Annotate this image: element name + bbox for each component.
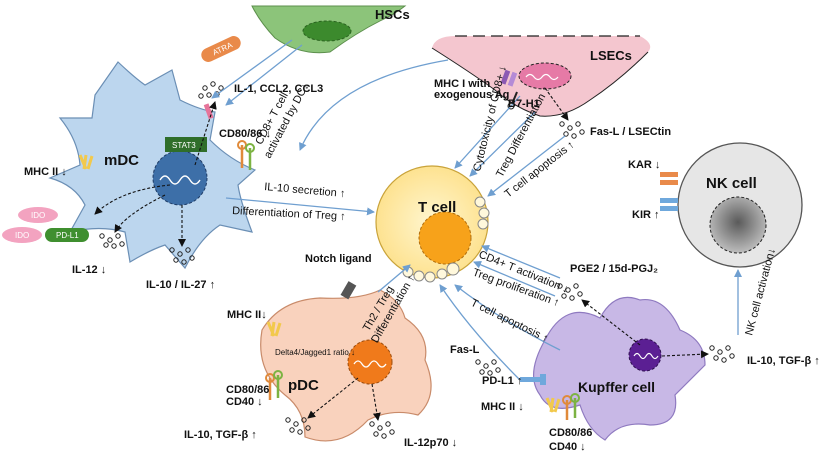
cd8086-kc-line1: CD80/86 bbox=[549, 427, 592, 439]
t-cell: T cell bbox=[375, 165, 490, 283]
pdc-label: pDC bbox=[288, 377, 319, 394]
cytokine-dots bbox=[99, 81, 735, 439]
mhc2-kc-label: MHC II ↓ bbox=[481, 401, 524, 413]
hsc-cell: HSCs bbox=[251, 5, 410, 54]
mdc-label: mDC bbox=[104, 152, 139, 169]
mdc-cell: mDC STAT3 bbox=[48, 61, 257, 270]
nk-cell: NK cell bbox=[660, 142, 803, 268]
nk-label: NK cell bbox=[706, 175, 757, 192]
cd8086-kc-line2: CD40 ↓ bbox=[549, 441, 586, 453]
mhc2-pdc-label: MHC II↓ bbox=[227, 309, 267, 321]
ido-pill-2: IDO bbox=[2, 227, 42, 243]
mhc1-line2: exogenous Ag bbox=[434, 89, 509, 101]
fasl-label: Fas-L bbox=[450, 344, 480, 356]
blue-arrows bbox=[211, 39, 742, 381]
stat3-label: STAT3 bbox=[172, 141, 196, 150]
dashed-arrows bbox=[94, 87, 709, 421]
cd8086-pdc-line1: CD80/86 bbox=[226, 384, 269, 396]
cd8086-mdc-label: CD80/86 ↓ bbox=[219, 128, 271, 140]
b7h1-label: B7-H1 bbox=[508, 98, 540, 110]
notch-label: Notch ligand bbox=[305, 253, 372, 265]
atra-pill: ATRA bbox=[201, 36, 241, 62]
ido1-label: IDO bbox=[31, 211, 45, 220]
il10tgf-kc-label: IL-10, TGF-β ↑ bbox=[747, 355, 820, 367]
il1-label: IL-1, CCL2, CCL3 bbox=[234, 83, 323, 95]
pdc-cell: pDC Delta4/Jagged1 ratio ↓ bbox=[260, 281, 432, 442]
kir-label: KIR ↑ bbox=[632, 209, 660, 221]
ido-pill-1: IDO bbox=[18, 207, 58, 223]
il12p70-label: IL-12p70 ↓ bbox=[404, 437, 457, 449]
tcell-label: T cell bbox=[418, 199, 456, 216]
il10tgf-pdc-label: IL-10, TGF-β ↑ bbox=[184, 429, 257, 441]
pdl1-pill-mdc: PD-L1 bbox=[45, 228, 89, 242]
kar-label: KAR ↓ bbox=[628, 159, 660, 171]
il10-il27-label: IL-10 / IL-27 ↑ bbox=[146, 279, 215, 291]
mhc1-line1: MHC I with bbox=[434, 78, 490, 90]
delta-label: Delta4/Jagged1 ratio ↓ bbox=[275, 348, 355, 357]
il10-secretion-label: IL-10 secretion ↑ bbox=[264, 181, 346, 200]
kupffer-cell: Kupffer cell bbox=[520, 296, 706, 441]
hsc-label: HSCs bbox=[375, 7, 410, 22]
fasl-lsectin-label: Fas-L / LSECtin bbox=[590, 126, 671, 138]
kupffer-label: Kupffer cell bbox=[578, 379, 655, 395]
pdl1-mdc-label: PD-L1 bbox=[56, 231, 79, 240]
pdl1-kc-label: PD-L1 ↑ bbox=[482, 375, 522, 387]
ido2-label: IDO bbox=[15, 231, 29, 240]
il12-label: IL-12 ↓ bbox=[72, 264, 106, 276]
mhc2-mdc-label: MHC II ↓ bbox=[24, 166, 67, 178]
cd8086-pdc-line2: CD40 ↓ bbox=[226, 396, 263, 408]
lsec-cell: LSECs bbox=[431, 35, 651, 117]
pge2-label: PGE2 / 15d-PGJ₂ bbox=[570, 263, 658, 275]
diff-treg-label: Differentiation of Treg ↑ bbox=[232, 205, 346, 223]
lsec-label: LSECs bbox=[590, 48, 632, 63]
